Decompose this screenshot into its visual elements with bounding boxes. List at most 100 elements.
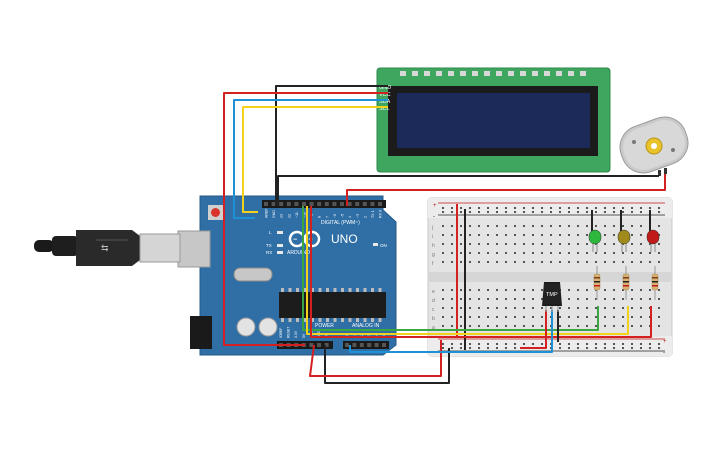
power-rail-plus-label: + bbox=[433, 203, 437, 209]
usb-b-cable-icon: ⇆ bbox=[34, 230, 181, 266]
digital-pin-label: 4 bbox=[348, 216, 352, 218]
lcd-display[interactable]: GND VCC SDA SCL bbox=[376, 67, 611, 173]
dc-motor-icon[interactable] bbox=[614, 111, 694, 179]
analog-pin-label: A5 bbox=[382, 334, 386, 338]
bb-row-label: i bbox=[432, 234, 433, 240]
digital-pin-label: ~3 bbox=[356, 214, 360, 218]
power-label: POWER bbox=[315, 323, 334, 329]
wire-lcd-gnd bbox=[275, 85, 388, 206]
led-rx bbox=[277, 251, 283, 254]
analog-pin-label: A3 bbox=[367, 334, 371, 338]
digital-pin-label: TX 1 bbox=[371, 210, 375, 218]
wire-lcd-vcc bbox=[223, 92, 388, 346]
digital-pin-label: 2 bbox=[363, 216, 367, 218]
bb-row-label: g bbox=[432, 252, 435, 258]
led-tx bbox=[277, 244, 283, 247]
power-pin-label: 3.3V bbox=[294, 330, 298, 338]
led-l bbox=[277, 231, 283, 234]
sensor-label: TMP bbox=[546, 292, 558, 298]
digital-pin-label: 13 bbox=[280, 214, 284, 218]
reset-button-cap bbox=[211, 208, 220, 217]
led-label-l: L bbox=[269, 230, 272, 235]
digital-pin-label: RX 0 bbox=[379, 210, 383, 218]
digital-pin-label: ~11 bbox=[295, 212, 299, 218]
wire-sensor-vcc bbox=[520, 310, 547, 349]
digital-pin-label: 12 bbox=[287, 214, 291, 218]
analog-label: ANALOG IN bbox=[352, 323, 380, 329]
wire-led-green bbox=[302, 206, 599, 331]
capacitor bbox=[258, 317, 278, 337]
digital-pin-label: ~9 bbox=[310, 214, 314, 218]
digital-pin-label: 7 bbox=[325, 216, 329, 218]
power-rail-minus-label-bottom: - bbox=[663, 350, 665, 356]
wire-sensor-out bbox=[349, 310, 553, 353]
resistor[interactable] bbox=[593, 266, 601, 300]
bb-row-label: h bbox=[432, 243, 435, 249]
atmega-chip bbox=[279, 292, 386, 318]
analog-pin-label: A1 bbox=[352, 334, 356, 338]
wire-led-yellow bbox=[306, 206, 629, 335]
power-pin-label: 5V bbox=[302, 333, 306, 338]
power-rail-plus-label-bottom: + bbox=[663, 339, 667, 345]
power-pin-label: RESET bbox=[287, 327, 291, 338]
lcd-pin-vcc: VCC bbox=[379, 92, 391, 98]
digital-pin-label: ~6 bbox=[333, 214, 337, 218]
led-yellow[interactable] bbox=[617, 229, 631, 252]
digital-pin-label: ~5 bbox=[341, 214, 345, 218]
crystal-oscillator bbox=[233, 267, 273, 282]
lcd-pin-gnd: GND bbox=[379, 85, 391, 91]
lcd-pin-scl: SCL bbox=[379, 106, 390, 112]
analog-pin-label: A4 bbox=[375, 334, 379, 338]
temperature-sensor[interactable]: TMP bbox=[542, 282, 562, 312]
resistor[interactable] bbox=[622, 266, 630, 300]
digital-pin-label: ~10 bbox=[303, 212, 307, 218]
bb-row-label: a bbox=[432, 325, 435, 331]
analog-pin-label: A0 bbox=[345, 334, 349, 338]
wire-motor-red bbox=[346, 174, 666, 206]
digital-pin-label: AREF bbox=[265, 208, 269, 218]
svg-text:−: − bbox=[293, 237, 297, 244]
power-rail-minus-label: - bbox=[433, 214, 435, 220]
analog-header bbox=[343, 341, 389, 349]
wire-led-red bbox=[310, 206, 652, 338]
power-pin-label: IOREF bbox=[279, 328, 283, 338]
resistor[interactable] bbox=[651, 266, 659, 300]
bb-row-label: c bbox=[432, 307, 435, 313]
bb-row-label: d bbox=[432, 298, 435, 304]
svg-text:⇆: ⇆ bbox=[101, 243, 109, 253]
wires bbox=[223, 85, 666, 384]
board-brand: ARDUINO bbox=[287, 250, 310, 256]
capacitor bbox=[236, 317, 256, 337]
on-led bbox=[373, 243, 378, 246]
wire-motor-black bbox=[277, 175, 659, 206]
lcd-screen bbox=[397, 93, 590, 148]
traffic-leds bbox=[588, 229, 660, 300]
wire-gnd-bus bbox=[324, 345, 450, 384]
lcd-header-pins bbox=[400, 71, 586, 76]
lcd-pin-sda: SDA bbox=[379, 99, 391, 105]
bb-row-label: e bbox=[432, 289, 435, 295]
power-pin-label: Vin bbox=[325, 333, 329, 338]
breadboard[interactable]: + - + - j i h g f e d c b a bbox=[427, 197, 673, 357]
on-led-label: ON bbox=[380, 243, 387, 248]
wire-5v-bus bbox=[309, 340, 442, 377]
bb-row-label: f bbox=[432, 261, 434, 267]
led-label-rx: RX bbox=[266, 250, 272, 255]
wire-lcd-sda bbox=[233, 99, 388, 219]
digital-header bbox=[262, 200, 386, 208]
power-jack bbox=[190, 316, 212, 349]
arduino-uno-board[interactable]: − + UNO ARDUINO DIGITAL (PWM~) POWER ANA… bbox=[177, 195, 397, 356]
led-red[interactable] bbox=[646, 229, 660, 252]
board-model: UNO bbox=[331, 232, 358, 246]
bb-row-label: j bbox=[431, 225, 433, 231]
led-label-tx: TX bbox=[266, 243, 272, 248]
digital-header-label: DIGITAL (PWM~) bbox=[321, 220, 360, 226]
bb-row-label: b bbox=[432, 316, 435, 322]
digital-pin-label: 8 bbox=[318, 216, 322, 218]
wire-lcd-scl bbox=[242, 106, 388, 213]
led-green[interactable] bbox=[588, 229, 602, 252]
analog-pin-label: A2 bbox=[360, 334, 364, 338]
usb-port bbox=[177, 230, 211, 268]
digital-pin-label: GND bbox=[272, 210, 276, 218]
